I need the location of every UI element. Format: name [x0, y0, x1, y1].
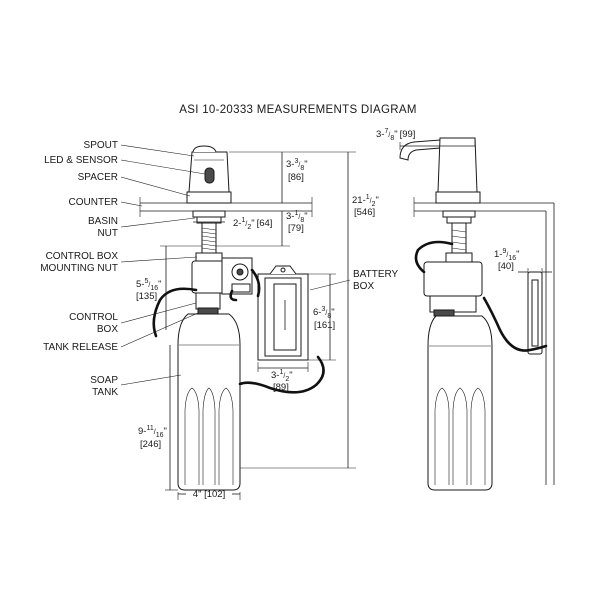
dimension-labels: 3-3/8" [86] 3-1/8" [79] 21-1/2" [546] 2-…	[136, 128, 519, 500]
dim-control-box-drop: 5-5/16"	[136, 278, 161, 292]
dim-basin-nut-width: 2-1/2"[64]	[233, 217, 272, 231]
dim-shank-height-mm: [79]	[288, 223, 304, 234]
label-control-box-1: CONTROL	[69, 312, 118, 323]
dim-overall-height-mm: [546]	[354, 207, 375, 218]
led-sensor-window	[204, 167, 215, 184]
front-view	[139, 145, 325, 491]
label-battery-box-1: BATTERY	[353, 269, 399, 280]
side-battery-box	[527, 271, 543, 355]
label-spout: SPOUT	[84, 140, 118, 151]
label-basin-nut-2: NUT	[97, 228, 118, 239]
side-spout	[399, 137, 481, 204]
dim-control-box-drop-mm: [135]	[136, 291, 157, 302]
dim-spout-reach: 3-7/8"[99]	[376, 128, 415, 142]
spout-body	[186, 145, 232, 204]
side-view	[399, 137, 555, 491]
dim-battery-width-mm: [89]	[273, 382, 289, 393]
label-led-sensor: LED & SENSOR	[44, 155, 118, 166]
basin-nut	[192, 210, 226, 254]
dim-battery-height: 6-3/8"	[313, 306, 335, 320]
side-shank	[442, 210, 476, 254]
dim-battery-height-mm: [161]	[314, 320, 335, 331]
label-basin-nut-1: BASIN	[88, 216, 118, 227]
dim-tank-height: 9-11/16"	[138, 425, 167, 439]
dim-spout-height: 3-3/8"	[286, 158, 308, 172]
front-dimension-lines	[160, 151, 356, 500]
dim-tank-width: 4" [102]	[193, 489, 225, 500]
leader-lines	[120, 144, 351, 386]
label-tank-release: TANK RELEASE	[43, 342, 118, 353]
label-control-box-2: BOX	[97, 324, 118, 335]
soap-tank	[177, 313, 241, 491]
side-control-box	[423, 252, 483, 317]
component-labels: SPOUT LED & SENSOR SPACER COUNTER BASIN …	[40, 140, 398, 398]
side-soap-tank	[427, 315, 493, 491]
battery-box	[257, 265, 309, 361]
dim-shank-height: 3-1/8"	[286, 210, 308, 224]
label-soap-tank-2: TANK	[92, 387, 118, 398]
label-control-box-nut-1: CONTROL BOX	[46, 251, 119, 262]
control-box	[191, 252, 253, 315]
dim-tank-height-mm: [246]	[140, 439, 161, 450]
label-counter: COUNTER	[69, 197, 118, 208]
dim-battery-depth: 1-9/16"	[494, 248, 519, 262]
side-dimension-lines	[399, 138, 552, 276]
dim-battery-width: 3-1/2"	[271, 369, 293, 383]
label-soap-tank-1: SOAP	[90, 375, 118, 386]
label-control-box-nut-2: MOUNTING NUT	[40, 263, 118, 274]
label-battery-box-2: BOX	[353, 281, 374, 292]
dim-spout-height-mm: [86]	[288, 172, 304, 183]
label-spacer: SPACER	[78, 172, 118, 183]
dim-overall-height: 21-1/2"	[352, 194, 379, 208]
dim-battery-depth-mm: [40]	[498, 261, 514, 272]
diagram-title: ASI 10-20333 MEASUREMENTS DIAGRAM	[179, 104, 416, 116]
